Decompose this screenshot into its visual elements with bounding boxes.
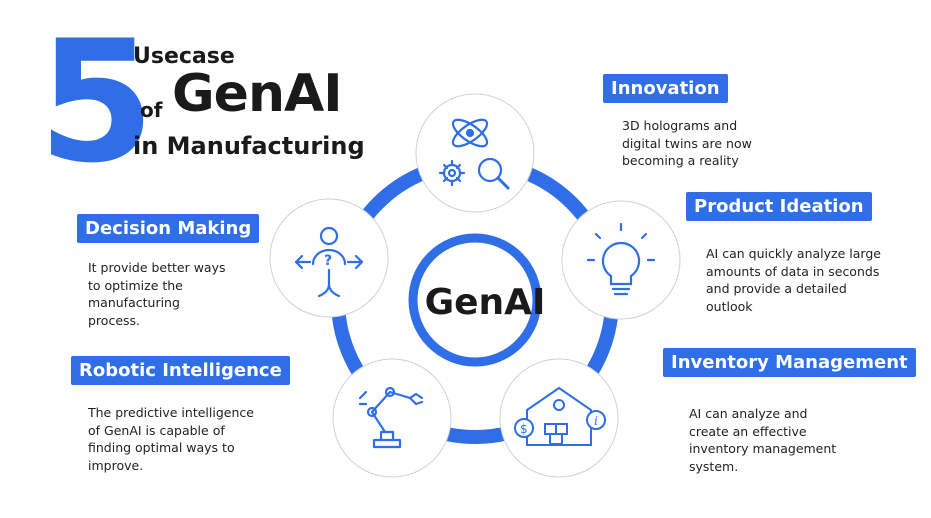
decision-person-icon: ?: [294, 226, 364, 298]
svg-text:$: $: [520, 422, 528, 436]
robot-arm-icon: [358, 386, 424, 449]
tag-decision-making: Decision Making: [77, 214, 260, 243]
desc-product-ideation: AI can quickly analyze large amounts of …: [706, 246, 881, 314]
desc-robotic-intelligence: The predictive intelligence of GenAI is …: [88, 405, 254, 473]
atom-gear-magnifier-icon: [438, 118, 510, 190]
svg-text:?: ?: [324, 253, 332, 269]
desc-inventory-management: AI can analyze and create an effective i…: [689, 406, 837, 474]
title-usecase: Usecase: [133, 44, 235, 69]
node-decision: [269, 198, 389, 318]
center-label: GenAI: [424, 282, 546, 323]
title-genai: GenAI: [172, 64, 343, 124]
tag-robotic-intelligence: Robotic Intelligence: [71, 356, 290, 385]
tag-product-ideation: Product Ideation: [686, 192, 872, 221]
lightbulb-icon: [586, 222, 656, 296]
node-innovation: [415, 93, 535, 213]
node-inventory: [499, 358, 619, 478]
desc-innovation: 3D holograms and digital twins are now b…: [622, 118, 752, 168]
desc-decision-making: It provide better ways to optimize the m…: [88, 260, 226, 328]
warehouse-icon: $ i: [514, 386, 606, 446]
center-ring: [408, 233, 542, 367]
title-manufacturing: in Manufacturing: [133, 132, 365, 160]
title-of: of: [140, 98, 163, 122]
node-product-ideation: [561, 200, 681, 320]
svg-text:i: i: [594, 414, 598, 428]
title-number: 5: [38, 4, 155, 200]
tag-innovation: Innovation: [603, 74, 728, 103]
tag-inventory-management: Inventory Management: [663, 348, 916, 377]
node-robotic: [332, 358, 452, 478]
